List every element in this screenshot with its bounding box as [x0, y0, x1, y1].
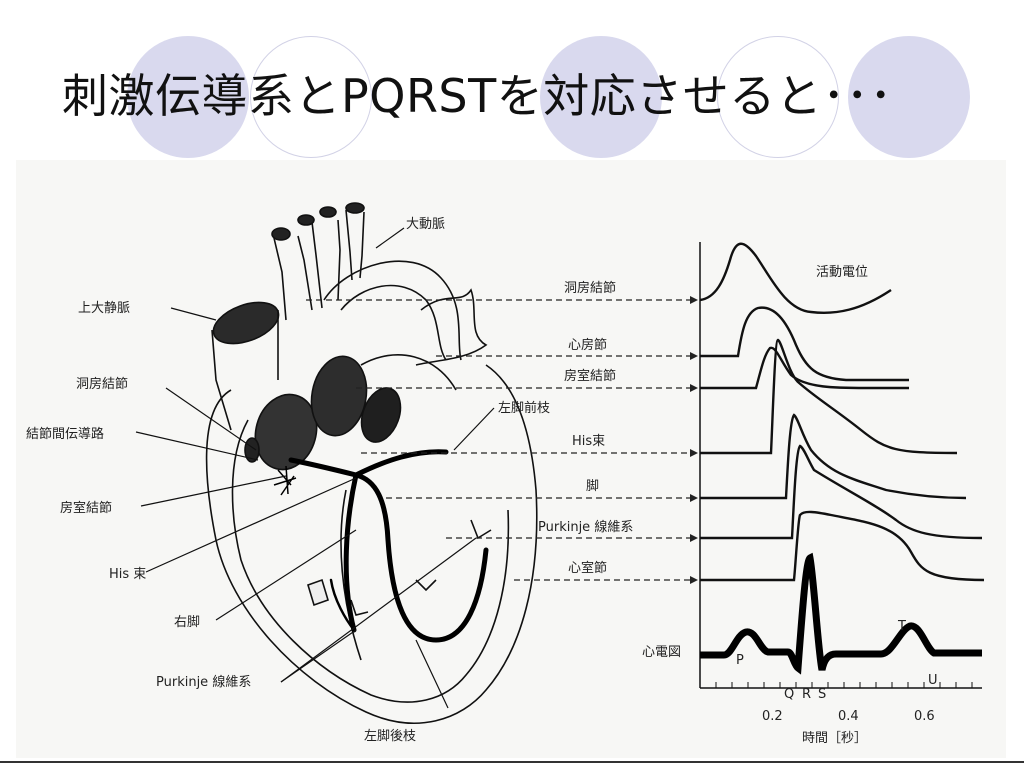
decor-circle-2	[250, 36, 372, 158]
tick-label-02: 0.2	[762, 709, 783, 724]
ecg-label: 心電図	[642, 645, 681, 660]
label-right-bundle: 右脚	[174, 614, 200, 630]
heart-label-group: 大動脈 上大静脈 洞房結節 結節間伝導路 房室結節 His 束 右脚 Purki…	[26, 217, 550, 744]
trace-av-node	[700, 346, 909, 390]
label-his-bundle: His 束	[109, 567, 146, 582]
wave-p-label: P	[736, 653, 744, 668]
plot-x-ticks	[715, 682, 973, 688]
figure-svg: 大動脈 上大静脈 洞房結節 結節間伝導路 房室結節 His 束 右脚 Purki…	[26, 202, 985, 746]
decor-circle-5	[848, 36, 970, 158]
label-svc: 上大静脈	[78, 301, 130, 316]
map-label-atrial: 心房節	[568, 337, 607, 353]
trace-bundle	[700, 413, 967, 500]
decor-circle-4	[717, 36, 839, 158]
trace-ecg-qrs	[797, 557, 823, 671]
label-aorta: 大動脈	[406, 217, 445, 232]
wave-q-label: Q	[784, 687, 794, 702]
map-label-bundle: 脚	[586, 478, 599, 494]
heart-drawing	[205, 202, 538, 724]
map-label-ventricular: 心室節	[568, 560, 607, 576]
av-node-mark	[273, 465, 297, 496]
trace-sa-node	[699, 242, 892, 314]
wave-t-label: T	[897, 619, 906, 634]
map-label-av-node: 房室結節	[564, 368, 616, 384]
plot-text: 活動電位 心電図 P Q R S T U 0.2 0.4 0.6 時間［秒］	[642, 265, 938, 746]
decor-circle-1	[127, 36, 249, 158]
tick-label-06: 0.6	[914, 709, 935, 724]
map-label-purkinje: Purkinje 線維系	[538, 519, 633, 535]
wave-u-label: U	[928, 673, 938, 688]
trace-atrial	[700, 306, 909, 382]
wave-s-label: S	[818, 687, 826, 702]
trace-purkinje	[700, 444, 983, 540]
tick-label-04: 0.4	[838, 709, 859, 724]
label-left-anterior: 左脚前枝	[498, 400, 550, 416]
map-label-sa-node: 洞房結節	[564, 280, 616, 296]
trace-ventricular	[700, 510, 985, 582]
slide-title: 刺激伝導系とPQRSTを対応させると･･･	[62, 69, 893, 123]
label-sa-node: 洞房結節	[76, 376, 128, 392]
label-av-node: 房室結節	[60, 500, 112, 516]
heart-leaders	[135, 227, 495, 709]
map-label-his: His束	[572, 434, 605, 449]
mapping-label-group: 洞房結節 心房節 房室結節 His束 脚 Purkinje 線維系 心室節	[538, 280, 633, 576]
conduction-figure: 大動脈 上大静脈 洞房結節 結節間伝導路 房室結節 His 束 右脚 Purki…	[16, 160, 1006, 758]
mapping-arrowheads	[690, 296, 698, 584]
bottom-rule	[0, 761, 1024, 763]
plot-title: 活動電位	[816, 265, 868, 280]
mapping-arrows	[306, 299, 690, 581]
label-internodal: 結節間伝導路	[26, 426, 104, 442]
conduction-system	[288, 449, 489, 643]
label-left-posterior: 左脚後枝	[364, 728, 416, 744]
plot-xlabel: 時間［秒］	[802, 731, 867, 746]
decor-circle-3	[540, 36, 662, 158]
wave-r-label: R	[802, 687, 811, 702]
ap-plot: 活動電位 心電図 P Q R S T U 0.2 0.4 0.6 時間［秒］	[642, 242, 985, 746]
trace-his	[700, 338, 958, 455]
label-purkinje: Purkinje 線維系	[156, 674, 251, 690]
